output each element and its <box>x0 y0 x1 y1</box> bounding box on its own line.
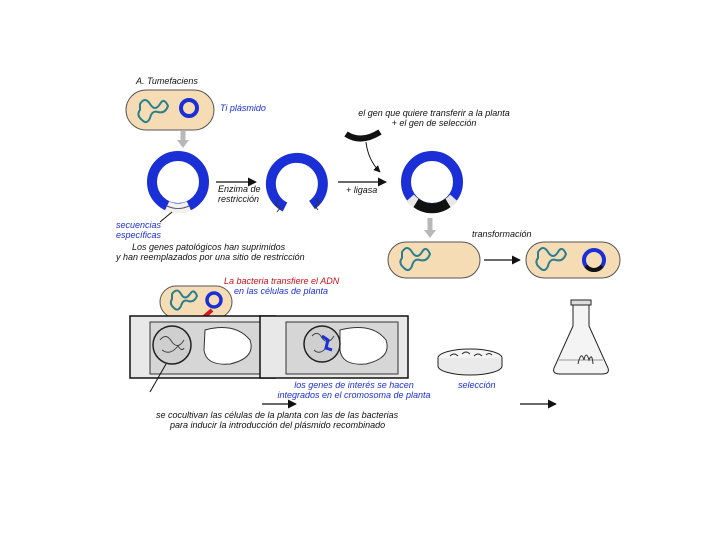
gene-insert-fragment <box>344 129 382 142</box>
label-patho-line1: Los genes patológicos han suprimidos <box>132 242 286 252</box>
plant-nucleus-right <box>303 325 341 363</box>
label-integrated: los genes de interés se hacen integrados… <box>268 380 440 400</box>
label-patho-line2: y han reemplazados por una sitio de rest… <box>116 252 305 262</box>
label-selection: selección <box>458 380 496 390</box>
label-gene-line2: + el gen de selección <box>391 118 477 128</box>
integrated-dna <box>321 334 333 352</box>
label-coculture-line2: para inducir la introducción del plásmid… <box>170 420 386 430</box>
pointer-coculture <box>149 363 167 393</box>
plasmid-intact <box>147 151 209 214</box>
bacterium-middle-left <box>159 285 233 319</box>
label-specific-sequences: secuencias específicas <box>116 220 161 240</box>
plant-tissue-left <box>129 315 276 379</box>
label-gene-line1: el gen que quiere transferir a la planta <box>358 108 510 118</box>
pointer-specific-sequences <box>159 211 173 223</box>
label-pathogenic-genes: Los genes patológicos han suprimidos y h… <box>116 242 305 262</box>
label-enzyme: Enzima de restricción <box>218 184 261 204</box>
plasmid-cut <box>265 152 328 213</box>
bacterium-transformed <box>525 241 621 279</box>
label-ligase: + ligasa <box>346 185 378 195</box>
label-gene-insert: el gen que quiere transferir a la planta… <box>354 108 514 128</box>
label-coculture: se cocultivan las células de la planta c… <box>156 410 398 430</box>
label-seq-line1: secuencias <box>116 220 162 230</box>
label-integrate-line2: integrados en el cromosoma de planta <box>277 390 431 400</box>
label-integrate-line1: los genes de interés se hacen <box>294 380 414 390</box>
plant-nucleus-left <box>152 325 192 365</box>
petri-dish-icon <box>437 348 503 376</box>
label-enzyme-line2: restricción <box>218 194 260 204</box>
label-coculture-line1: se cocultivan las células de la planta c… <box>156 410 399 420</box>
plasmid-recombinant <box>401 151 463 214</box>
label-transfer-line1: La bacteria transfiere el ADN <box>224 276 340 286</box>
label-transformation: transformación <box>472 229 532 239</box>
bacterial-chromosome <box>137 99 170 124</box>
flask-icon <box>553 299 609 375</box>
label-enzyme-line1: Enzima de <box>218 184 261 194</box>
label-ti-plasmid: Ti plásmido <box>220 103 266 113</box>
label-transfer-line2: en las células de planta <box>234 286 329 296</box>
plant-tissue-right <box>259 315 409 379</box>
bacterium-top-left <box>125 89 215 131</box>
label-a-tumefaciens: A. Tumefaciens <box>136 76 198 86</box>
label-transfer-dna: La bacteria transfiere el ADN en las cél… <box>224 276 339 296</box>
bacterium-before-transformation <box>387 241 481 279</box>
ti-plasmid-small <box>179 98 199 118</box>
label-seq-line2: específicas <box>116 230 162 240</box>
arrow-insert-down <box>365 141 381 173</box>
